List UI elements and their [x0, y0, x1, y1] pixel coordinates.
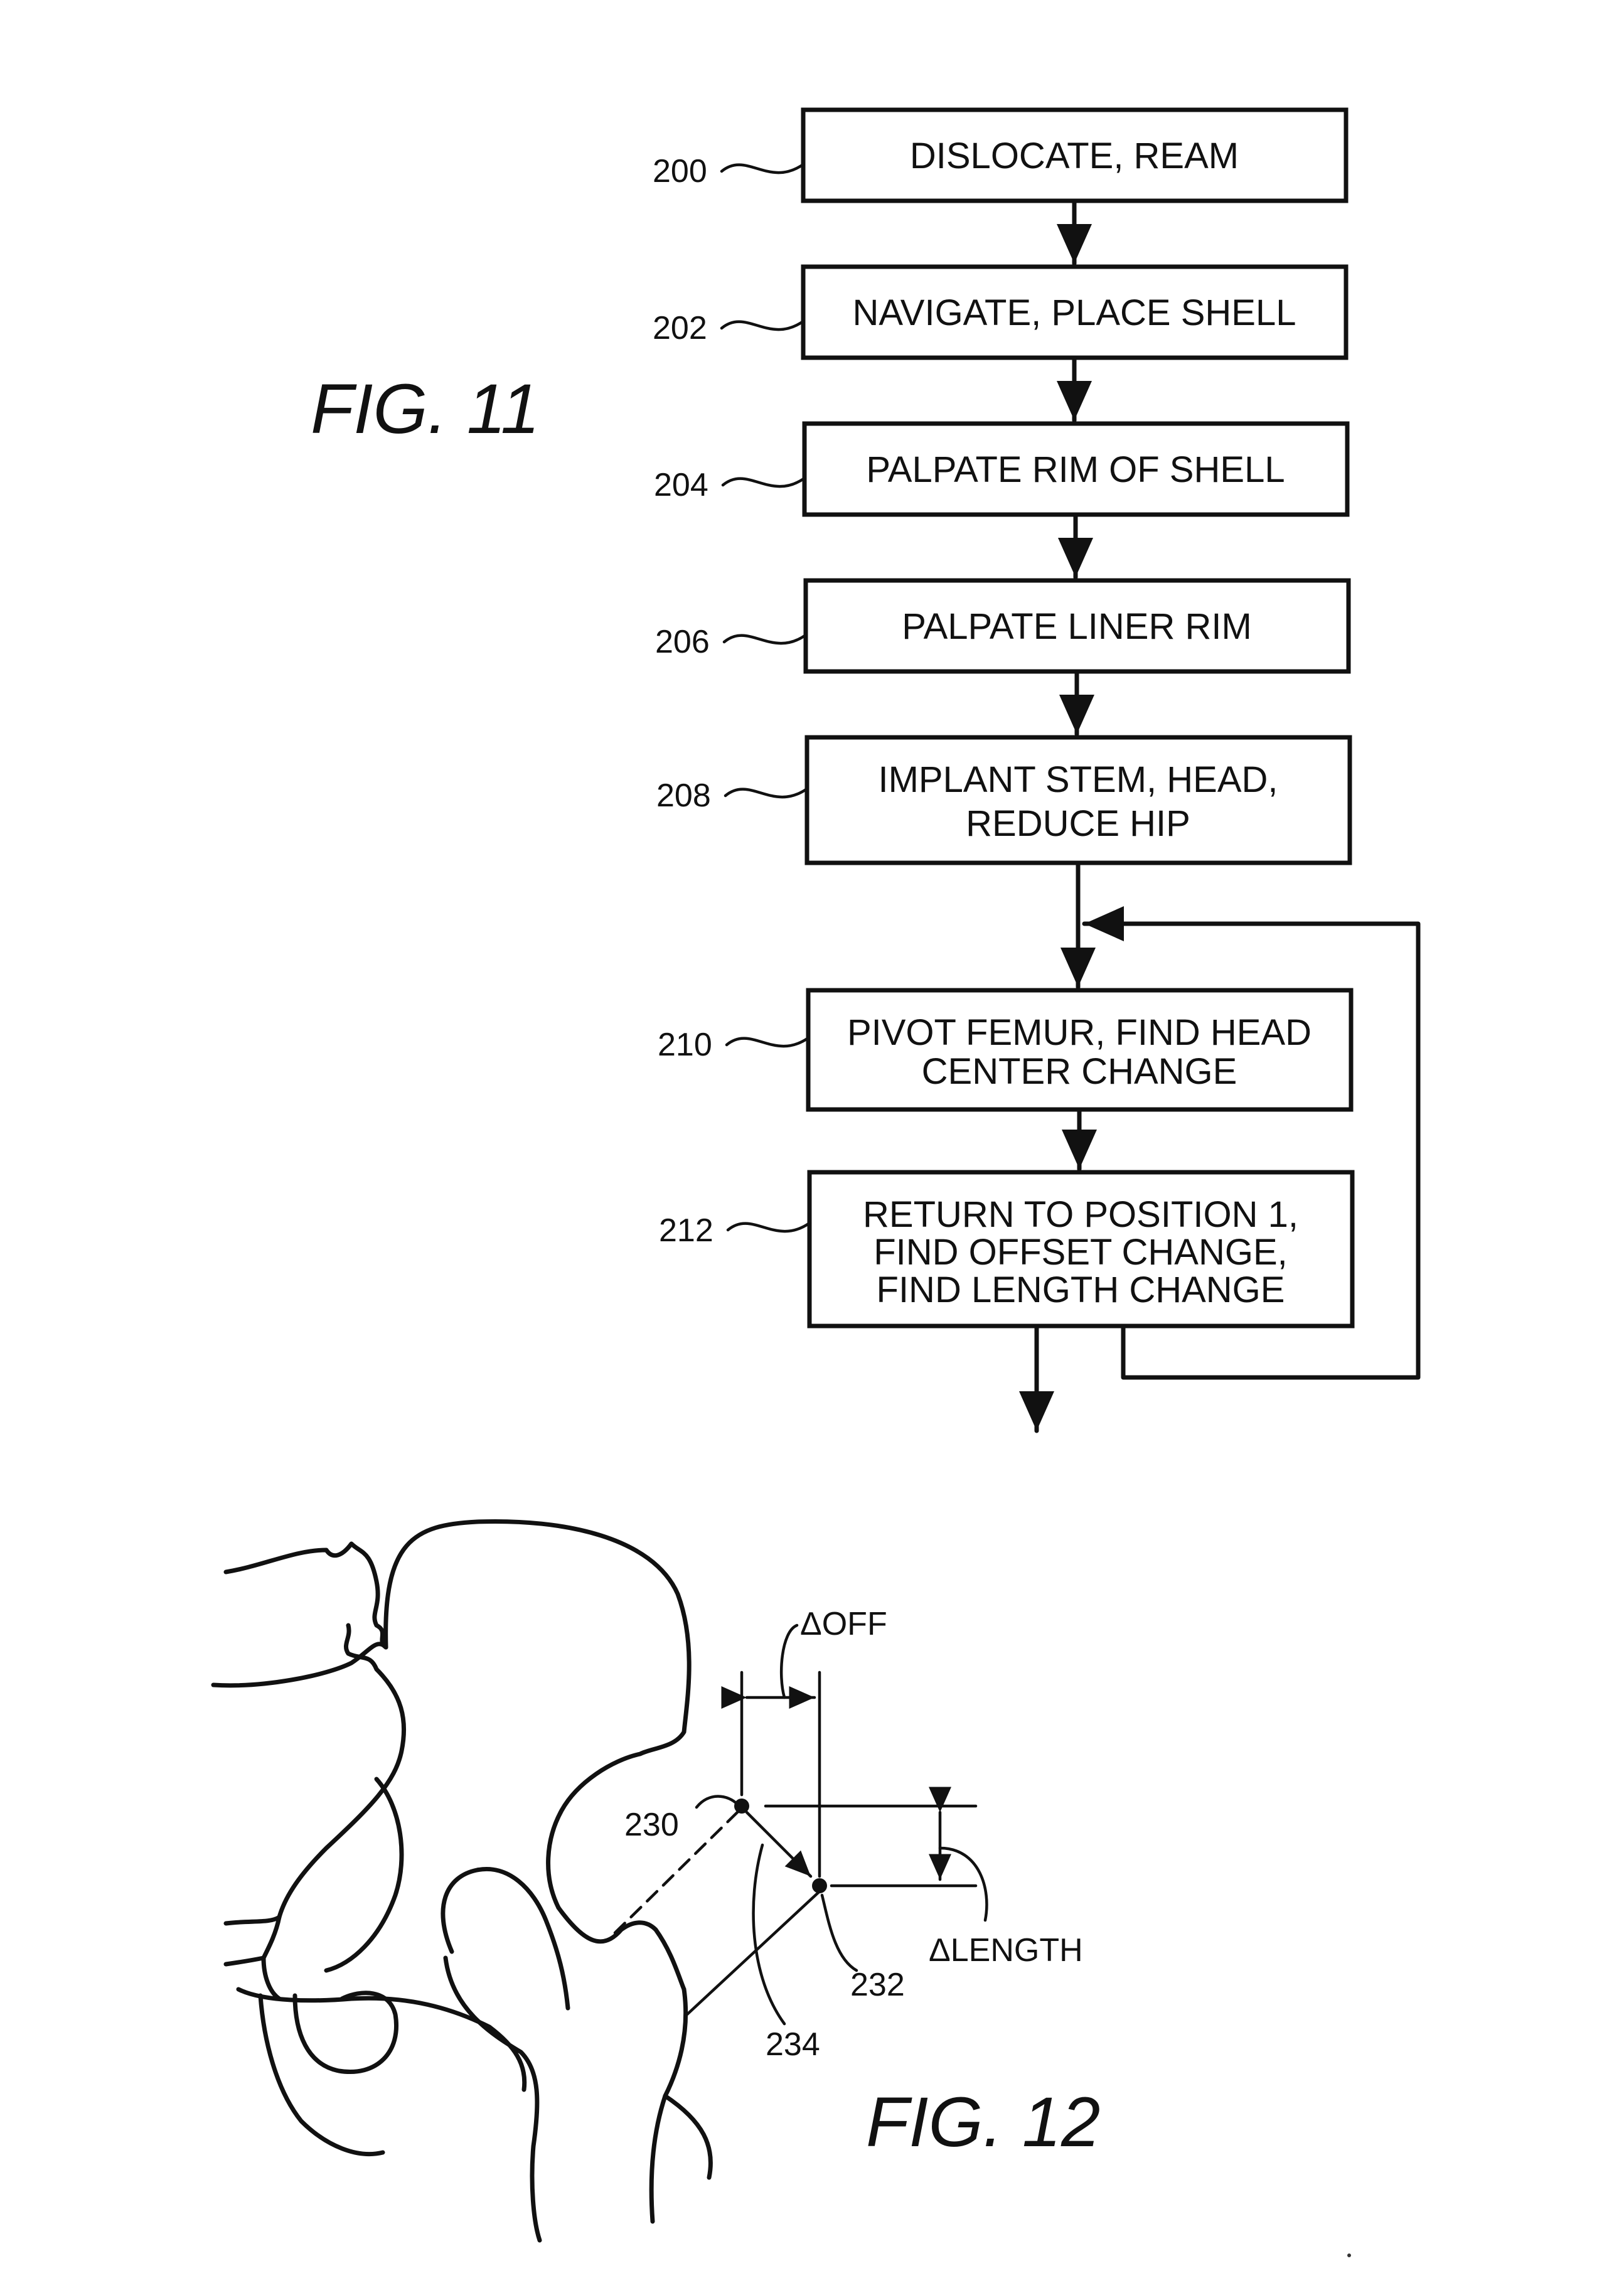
step-208-text-line-2: REDUCE HIP [966, 803, 1190, 844]
obturator-loop [295, 1993, 397, 2072]
step-212-text-line-1: RETURN TO POSITION 1, [863, 1194, 1298, 1235]
pelvis-upper-edge [213, 1644, 386, 1686]
ref-234: 234 [766, 2026, 820, 2063]
ref-234-leader [754, 1845, 784, 2024]
step-204-text-line-1: PALPATE RIM OF SHELL [866, 449, 1285, 490]
fig11-flowchart: FIG. 11 DISLOCATE, REAM 200 NAVIGATE, PL… [311, 110, 1418, 1431]
femur-shaft-left [446, 1958, 540, 2240]
step-210: PIVOT FEMUR, FIND HEAD CENTER CHANGE 210 [658, 990, 1351, 1109]
step-212-ref: 212 [659, 1212, 713, 1249]
step-210-leader [727, 1038, 808, 1046]
scan-speck [1347, 2253, 1351, 2257]
femoral-head [443, 1869, 568, 2008]
step-202-text-line-1: NAVIGATE, PLACE SHELL [853, 292, 1296, 333]
step-210-text-line-2: CENTER CHANGE [922, 1051, 1237, 1092]
acetabulum-rim [264, 1917, 279, 1999]
step-212-text-line-2: FIND OFFSET CHANGE, [873, 1232, 1288, 1273]
step-200: DISLOCATE, REAM 200 [653, 110, 1346, 201]
step-206-ref: 206 [655, 624, 710, 660]
fig11-caption: FIG. 11 [311, 370, 540, 448]
ref-230: 230 [624, 1807, 679, 1843]
ischium-loop [326, 1779, 402, 1970]
step-206-text-line-1: PALPATE LINER RIM [902, 606, 1252, 647]
delta-length-label: ΔLENGTH [929, 1932, 1083, 1969]
femur-shaft-right [665, 2096, 710, 2178]
step-204-leader [723, 478, 804, 486]
step-212: RETURN TO POSITION 1, FIND OFFSET CHANGE… [659, 1172, 1352, 1326]
fig12-caption: FIG. 12 [866, 2083, 1100, 2161]
ref-230-leader [697, 1797, 737, 1808]
step-202: NAVIGATE, PLACE SHELL 202 [653, 267, 1346, 358]
step-210-ref: 210 [658, 1027, 712, 1063]
step-200-leader [722, 164, 803, 173]
step-200-text-line-1: DISLOCATE, REAM [910, 136, 1239, 176]
step-210-text-line-1: PIVOT FEMUR, FIND HEAD [847, 1012, 1311, 1053]
pubis-outline [238, 1989, 525, 2090]
delta-off-leader [781, 1625, 797, 1697]
pelvis-outline [226, 1521, 689, 1908]
step-208-ref: 208 [656, 778, 711, 814]
step-204: PALPATE RIM OF SHELL 204 [654, 424, 1347, 515]
step-202-ref: 202 [653, 310, 707, 346]
delta-length-leader [940, 1848, 986, 1920]
step-208-leader [725, 789, 807, 797]
step-212-text-line-3: FIND LENGTH CHANGE [877, 1270, 1285, 1310]
step-204-ref: 204 [654, 467, 708, 503]
femur-head-neck [558, 1908, 684, 1989]
point-232-dot [812, 1878, 827, 1893]
delta-off-label: ΔOFF [800, 1606, 887, 1642]
step-206-leader [724, 635, 806, 643]
fig12-hip-drawing: ΔOFF ΔLENGTH 230 232 234 FIG. 12 [213, 1521, 1100, 2240]
step-208-box [807, 737, 1350, 863]
step-208: IMPLANT STEM, HEAD, REDUCE HIP 208 [656, 737, 1350, 863]
step-206: PALPATE LINER RIM 206 [655, 580, 1349, 671]
ref-232: 232 [850, 1967, 905, 2003]
ref-232-leader [822, 1895, 857, 1970]
step-212-leader [728, 1223, 809, 1231]
step-202-leader [722, 321, 803, 329]
pubis-lower [260, 1996, 383, 2154]
step-208-text-line-1: IMPLANT STEM, HEAD, [878, 759, 1278, 800]
step-200-ref: 200 [653, 153, 707, 190]
